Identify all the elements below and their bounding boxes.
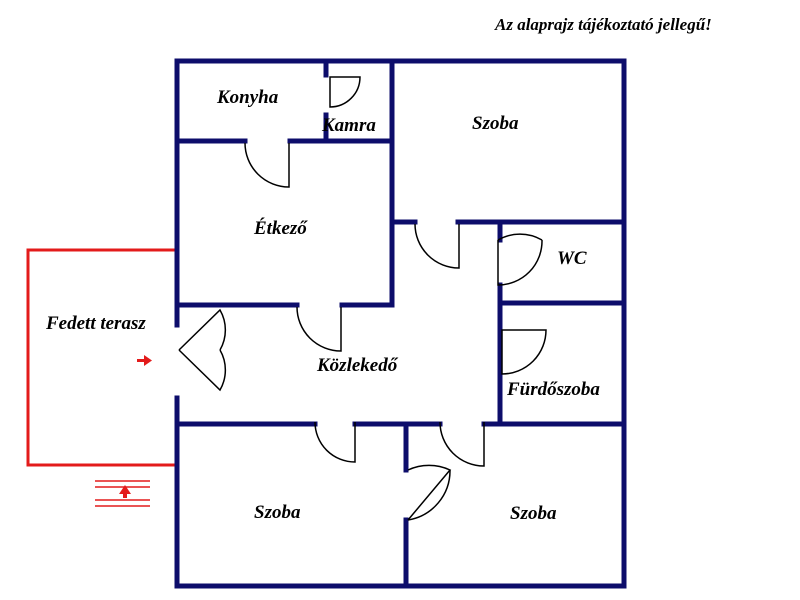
door-furdo — [501, 329, 547, 375]
door-wc-2 — [497, 239, 543, 286]
room-label-szoba-bottom-right: Szoba — [510, 503, 557, 524]
door-szoba-middle — [407, 464, 452, 521]
door-szoba-br — [439, 421, 485, 467]
room-label-kamra: Kamra — [322, 115, 376, 136]
stairs — [95, 480, 150, 507]
room-label-kozlekedo: Közlekedő — [317, 355, 398, 376]
up-arrow-icon — [119, 485, 131, 498]
terrace-outline — [26, 248, 177, 467]
door-terasz-2 — [178, 349, 227, 392]
door-szoba-middle-2 — [407, 469, 451, 521]
door-etkezo — [296, 306, 342, 352]
room-label-szoba-top-right: Szoba — [472, 113, 519, 134]
room-label-furdoszoba: Fürdőszoba — [507, 379, 600, 400]
room-label-etkezo: Étkező — [254, 218, 307, 239]
room-label-wc: WC — [557, 248, 587, 269]
door-szoba-bl — [314, 421, 356, 463]
door-szoba-top — [414, 223, 460, 269]
room-label-fedett-terasz: Fedett terasz — [46, 313, 146, 334]
room-label-szoba-bottom-left: Szoba — [254, 502, 301, 523]
door-swings — [178, 76, 547, 521]
walls — [174, 58, 627, 589]
door-konyha — [244, 142, 290, 188]
door-terasz — [178, 308, 227, 351]
room-label-konyha: Konyha — [217, 87, 279, 108]
door-kamra — [329, 76, 361, 108]
right-arrow-icon — [137, 355, 152, 366]
disclaimer-text: Az alaprajz tájékoztató jellegű! — [495, 15, 712, 34]
door-wc — [497, 233, 543, 241]
